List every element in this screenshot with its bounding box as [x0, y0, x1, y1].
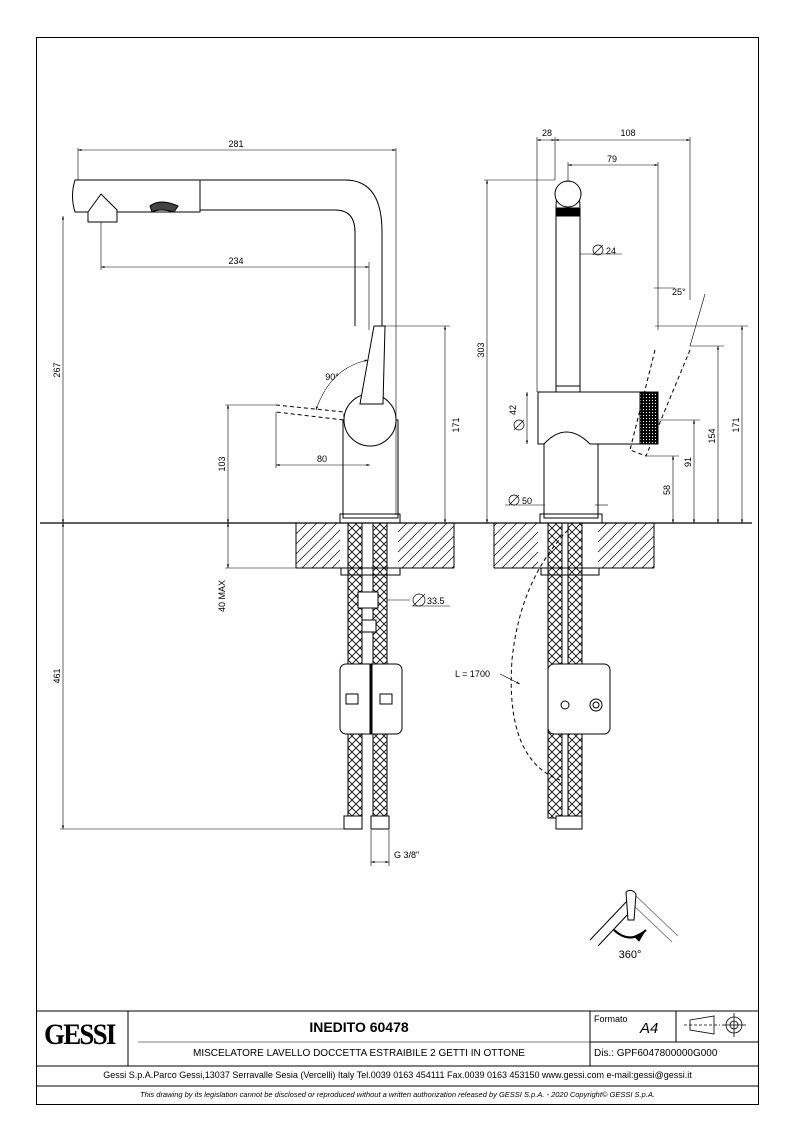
- dim-diameter-24: 24: [606, 246, 616, 256]
- dim-diameter-42: 42: [508, 405, 518, 415]
- dim-267: 267: [52, 362, 62, 377]
- rotation-label: 360°: [619, 949, 642, 961]
- front-view-labels: 28 108 79 24 25° 303 42 171 154 91 58 50…: [455, 128, 741, 679]
- dim-diameter-33-5: 33.5: [427, 596, 445, 606]
- side-view: [40, 148, 470, 866]
- company-info: Gessi S.p.A.Parco Gessi,13037 Serravalle…: [103, 1070, 692, 1080]
- dim-171-right: 171: [731, 417, 741, 432]
- front-view: [470, 137, 752, 830]
- dim-diameter-50: 50: [522, 496, 532, 506]
- dim-40-max: 40 MAX: [217, 580, 227, 612]
- dim-234: 234: [228, 256, 243, 266]
- projection-symbol-icon: [684, 1013, 746, 1037]
- title-block-grid: [36, 1010, 759, 1087]
- dim-154: 154: [707, 428, 717, 443]
- format-label: Formato: [594, 1014, 628, 1024]
- gessi-logo: GESSI: [44, 1018, 116, 1051]
- dim-58: 58: [662, 485, 672, 495]
- drawing-frame: [36, 37, 759, 1105]
- dim-103: 103: [217, 456, 227, 471]
- format-value: A4: [640, 1020, 659, 1037]
- dim-hose-length: L = 1700: [455, 669, 490, 679]
- legal-notice: This drawing by its legislation cannot b…: [140, 1090, 655, 1099]
- dim-91: 91: [683, 457, 693, 467]
- dim-108: 108: [620, 128, 635, 138]
- dim-g-3-8: G 3/8": [394, 850, 419, 860]
- product-name: INEDITO 60478: [309, 1019, 409, 1035]
- dim-79: 79: [607, 154, 617, 164]
- dim-171-left: 171: [451, 417, 461, 432]
- dim-25-deg: 25°: [672, 287, 686, 297]
- product-description: MISCELATORE LAVELLO DOCCETTA ESTRAIBILE …: [193, 1048, 525, 1059]
- drawing-number: Dis.: GPF6047800000G000: [594, 1048, 718, 1059]
- dim-281: 281: [228, 139, 243, 149]
- dim-90-deg: 90°: [325, 372, 339, 382]
- side-view-labels: 281 234 267 90° 171 103 80 40 MAX 461 33…: [52, 139, 461, 860]
- rotation-360-icon: [589, 889, 679, 947]
- dim-461: 461: [52, 668, 62, 683]
- dim-80: 80: [317, 454, 327, 464]
- dim-303: 303: [476, 342, 486, 357]
- dim-28: 28: [542, 128, 552, 138]
